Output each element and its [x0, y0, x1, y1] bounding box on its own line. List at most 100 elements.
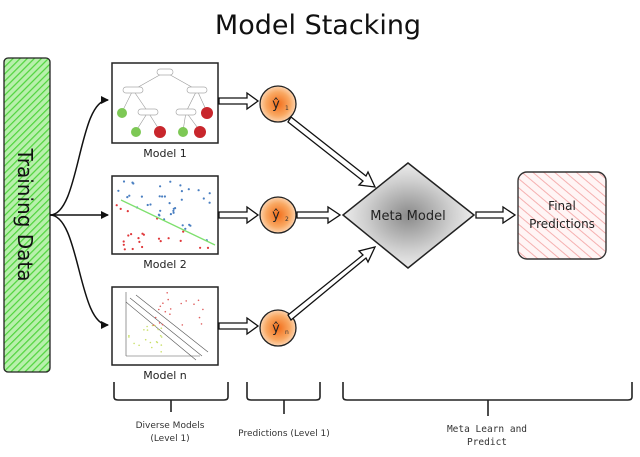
bracket-label-predictions: Predictions (Level 1): [238, 429, 330, 439]
scatter-point: [157, 213, 160, 216]
svm-point: [155, 341, 158, 343]
model-n-thumbnail: [111, 286, 219, 366]
bracket-predictions: [246, 382, 321, 414]
arrow-to-model-n: [49, 214, 109, 329]
scatter-point: [202, 197, 205, 200]
scatter-point: [181, 224, 184, 227]
scatter-point: [182, 230, 185, 233]
svm-point: [138, 344, 140, 347]
scatter-point: [115, 204, 118, 207]
final-predictions-node: Final Predictions: [517, 171, 607, 260]
scatter-point: [122, 240, 125, 243]
scatter-point: [169, 180, 172, 183]
training-data-label: Training Data: [13, 147, 37, 281]
scatter-point: [199, 246, 202, 249]
scatter-point: [141, 232, 144, 235]
scatter-point: [149, 203, 152, 206]
scatter-point: [122, 180, 126, 183]
svm-point: [149, 341, 152, 344]
svm-point: [160, 327, 163, 330]
scatter-point: [159, 240, 162, 243]
model-1-label: Model 1: [143, 147, 187, 160]
svm-point: [180, 302, 182, 305]
tree-leaf-green: [178, 127, 188, 137]
scatter-point: [117, 189, 120, 192]
arrow-to-model-1: [49, 96, 109, 216]
tree-leaf-green: [117, 108, 127, 118]
scatter-point: [187, 188, 190, 191]
svm-point: [154, 325, 156, 327]
scatter-point: [168, 202, 171, 205]
svm-point: [169, 313, 171, 316]
svm-point: [152, 324, 155, 326]
svm-point: [146, 329, 149, 331]
svm-point: [151, 346, 153, 349]
svg-text:ŷ: ŷ: [272, 208, 280, 223]
svg-text:n: n: [285, 329, 289, 336]
svm-point: [160, 344, 163, 346]
prediction-to-meta-arrows: [287, 116, 377, 321]
svm-point: [161, 323, 164, 326]
scatter-point: [172, 211, 175, 214]
scatter-point: [179, 184, 182, 187]
scatter-point: [123, 248, 126, 251]
svm-point: [162, 302, 164, 305]
prediction-node-2: ŷ 2: [259, 196, 297, 234]
scatter-point: [126, 210, 129, 213]
bracket-meta-learn: [342, 382, 633, 416]
svm-point: [200, 323, 203, 325]
meta-model-node: Meta Model: [341, 162, 476, 269]
svm-point: [157, 328, 159, 331]
diagram-title: Model Stacking: [215, 10, 421, 41]
arrow-pred1-meta: [287, 116, 377, 188]
bracket-label-meta-2: Predict: [467, 437, 507, 448]
bracket-label-diverse-1: Diverse Models: [136, 421, 205, 431]
scatter-point: [197, 189, 200, 192]
arrow-model1-pred1: [218, 91, 260, 111]
decision-boundary-line: [120, 199, 216, 246]
scatter-point: [208, 192, 211, 195]
arrow-modeln-predn: [218, 316, 260, 336]
scatter-point: [167, 237, 170, 240]
svm-point: [158, 322, 161, 324]
svg-text:Final: Final: [548, 199, 576, 213]
svm-point: [167, 298, 169, 301]
svm-point: [198, 316, 201, 319]
scatter-point: [127, 234, 130, 237]
svm-point: [166, 292, 168, 294]
svm-point: [143, 329, 145, 331]
scatter-point: [128, 194, 131, 197]
scatter-point: [146, 203, 149, 207]
scatter-point: [172, 209, 175, 212]
scatter-point: [131, 247, 134, 251]
meta-model-label: Meta Model: [370, 209, 445, 224]
model-n-label: Model n: [143, 369, 187, 382]
svg-text:Predictions: Predictions: [529, 217, 595, 231]
scatter-point: [169, 213, 172, 216]
prediction-node-n: ŷ n: [259, 309, 297, 347]
arrow-predn-meta: [287, 246, 377, 321]
model-to-prediction-arrows: [218, 91, 260, 336]
arrow-model2-pred2: [218, 205, 260, 225]
svm-point: [159, 305, 162, 308]
svm-point: [197, 299, 200, 302]
svg-text:2: 2: [285, 216, 289, 223]
prediction-node-1: ŷ 1: [259, 85, 297, 123]
svm-point: [202, 308, 204, 311]
svm-point: [185, 300, 187, 302]
scatter-point: [161, 195, 164, 198]
svg-text:ŷ: ŷ: [272, 97, 280, 112]
brackets: [113, 382, 633, 416]
scatter-point: [179, 239, 182, 242]
svm-point: [151, 324, 154, 327]
svm-point: [169, 308, 172, 310]
scatter-point: [208, 201, 211, 204]
scatter-point: [163, 195, 166, 198]
scatter-point: [180, 198, 183, 201]
svm-point: [154, 316, 157, 319]
bracket-label-diverse-2: (Level 1): [150, 434, 189, 444]
arrow-meta-final: [475, 205, 517, 225]
svm-point: [164, 310, 167, 313]
scatter-point: [159, 185, 162, 188]
scatter-point: [206, 246, 210, 249]
